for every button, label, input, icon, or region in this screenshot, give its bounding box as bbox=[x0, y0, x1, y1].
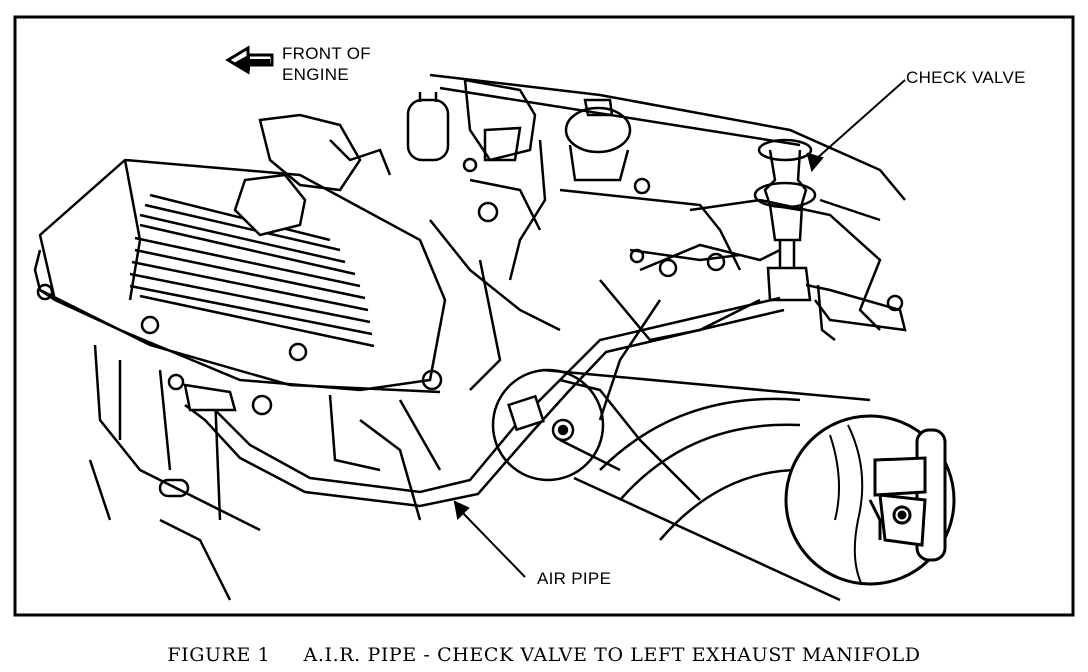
magnifier-lines bbox=[542, 368, 871, 602]
detail-view bbox=[784, 414, 956, 586]
pipe-clamp bbox=[491, 368, 605, 482]
engine-body bbox=[33, 73, 907, 601]
front-of-engine-label: FRONT OF ENGINE bbox=[282, 43, 371, 85]
check-valve-label: CHECK VALVE bbox=[906, 68, 1026, 87]
front-arrow-icon bbox=[225, 45, 274, 75]
figure-border bbox=[13, 15, 1075, 617]
figure-caption: FIGURE 1 A.I.R. PIPE - CHECK VALVE TO LE… bbox=[167, 644, 921, 666]
air-pipe bbox=[167, 296, 785, 508]
front-label-line1: FRONT OF bbox=[282, 44, 371, 63]
front-label-line2: ENGINE bbox=[282, 65, 349, 84]
air-pipe-label: AIR PIPE bbox=[537, 569, 612, 588]
leader-lines bbox=[453, 79, 906, 578]
